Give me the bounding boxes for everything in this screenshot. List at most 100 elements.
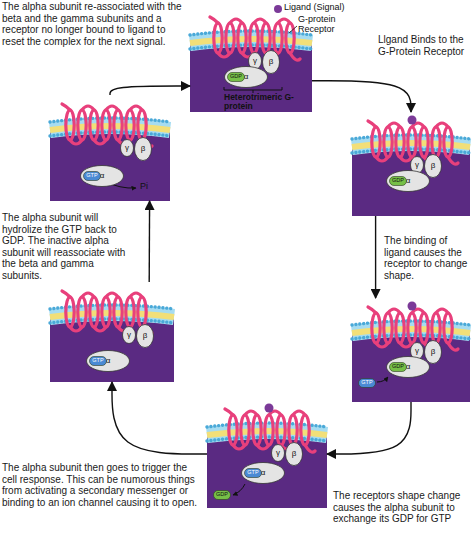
subunit-outline xyxy=(123,327,136,344)
receptor-helix xyxy=(444,127,452,157)
receptor-helix xyxy=(114,110,122,140)
step-caption: The alpha subunit then goes to trigger t… xyxy=(2,462,202,508)
cycle-arrow xyxy=(375,216,376,298)
subunit-ellipse: β xyxy=(136,324,154,348)
receptor-helix xyxy=(226,23,234,53)
receptor-helix xyxy=(66,110,74,140)
receptor-helix xyxy=(138,110,146,140)
pill-outline xyxy=(390,177,407,186)
subunit-outline xyxy=(425,155,442,178)
subunit-outline xyxy=(387,357,430,378)
receptor-helix xyxy=(372,313,380,343)
subunit-outline xyxy=(242,463,285,484)
nucleotide-pill: GTP xyxy=(244,468,262,478)
lipid-heads xyxy=(50,305,174,309)
subunit-letter: γ xyxy=(120,139,134,157)
bracket xyxy=(224,87,282,93)
callout-label: Ligand (Signal) xyxy=(284,3,374,13)
receptor-loops xyxy=(225,409,315,452)
receptor-helix xyxy=(408,127,416,157)
nucleotide-label: GTP xyxy=(89,356,107,366)
nucleotide-pill: GDP xyxy=(227,72,245,82)
receptor-loops xyxy=(368,307,458,350)
receptor-helix xyxy=(250,23,258,53)
pill-outline xyxy=(228,73,245,82)
nucleotide-label: GTP xyxy=(83,171,101,181)
subunit-ellipse: αGDP xyxy=(386,170,430,192)
callout-label: Pi xyxy=(140,182,164,192)
nucleotide-pill: GTP xyxy=(358,378,376,388)
receptor-helix xyxy=(114,297,122,327)
receptor-helix xyxy=(78,110,86,140)
nucleotide-label: GTP xyxy=(358,378,376,388)
subunit-outline xyxy=(121,140,134,157)
receptor-helix xyxy=(432,313,440,343)
subunit-letter: β xyxy=(262,50,280,74)
ligand-symbol xyxy=(265,404,274,413)
receptor-helix xyxy=(420,127,428,157)
receptor-helix xyxy=(396,313,404,343)
receptor-helix xyxy=(90,297,98,327)
receptor-helix xyxy=(90,110,98,140)
receptor-helix xyxy=(229,415,237,445)
subunit-outline xyxy=(135,138,152,161)
exchange-arrow xyxy=(377,377,388,382)
receptor-helix xyxy=(102,110,110,140)
receptor-helix xyxy=(126,110,134,140)
subunit-outline xyxy=(137,325,154,348)
receptor-helix xyxy=(396,127,404,157)
subunit-outline xyxy=(225,67,268,88)
step-caption: Llgand Binds to the G-Protein Receptor xyxy=(378,34,470,57)
nucleotide-pill: GTP xyxy=(83,171,101,181)
subunit-letter: β xyxy=(285,442,303,466)
ligand-symbol xyxy=(408,302,417,311)
receptor-helix xyxy=(274,23,282,53)
receptor-helix xyxy=(301,415,309,445)
receptor-helix xyxy=(289,415,297,445)
subunit-outline xyxy=(81,166,124,187)
nucleotide-pill: GDP xyxy=(389,362,407,372)
step-caption: The binding of ligand causes the recepto… xyxy=(384,235,472,281)
subunit-outline xyxy=(87,351,130,372)
subunit-outline xyxy=(286,443,303,466)
subunit-ellipse: αGDP xyxy=(386,356,430,378)
receptor-helix xyxy=(277,415,285,445)
nucleotide-label: GDP xyxy=(227,72,245,82)
receptor-loops xyxy=(62,291,152,334)
receptor-helix xyxy=(444,313,452,343)
pill-outline xyxy=(90,357,107,366)
subunit-ellipse: γ xyxy=(271,444,285,462)
nucleotide-label: GDP xyxy=(389,176,407,186)
receptor-helix xyxy=(262,23,270,53)
receptor-helix xyxy=(102,297,110,327)
signaling-panel: The alpha subunit will hydrolize the GTP… xyxy=(50,95,170,201)
cycle-arrow xyxy=(312,81,411,112)
signaling-panel: The receptors shape change causes the al… xyxy=(207,400,327,508)
nucleotide-label: GTP xyxy=(244,468,262,478)
callout-label: Heterotrimeric G-protein xyxy=(224,93,304,112)
subunit-letter: γ xyxy=(271,444,285,462)
callout-label: G-protein Receptor xyxy=(298,15,354,35)
cycle-arrow xyxy=(112,382,207,454)
signaling-panel: The binding of ligand causes the recepto… xyxy=(352,298,470,402)
cycle-arrow xyxy=(110,86,190,95)
receptor-helix xyxy=(241,415,249,445)
receptor-loops xyxy=(368,121,458,164)
subunit-outline xyxy=(263,51,280,74)
receptor-helix xyxy=(66,297,74,327)
pill-outline xyxy=(390,363,407,372)
receptor-helix xyxy=(384,313,392,343)
receptor-helix xyxy=(420,313,428,343)
subunit-letter: β xyxy=(424,154,442,178)
receptor-helix xyxy=(78,297,86,327)
subunit-outline xyxy=(425,341,442,364)
subunit-ellipse: β xyxy=(424,154,442,178)
receptor-helix xyxy=(432,127,440,157)
step-caption: The alpha subunit re-associated with the… xyxy=(2,1,184,47)
subunit-ellipse: αGDP xyxy=(224,66,268,88)
pill-outline xyxy=(359,379,376,388)
